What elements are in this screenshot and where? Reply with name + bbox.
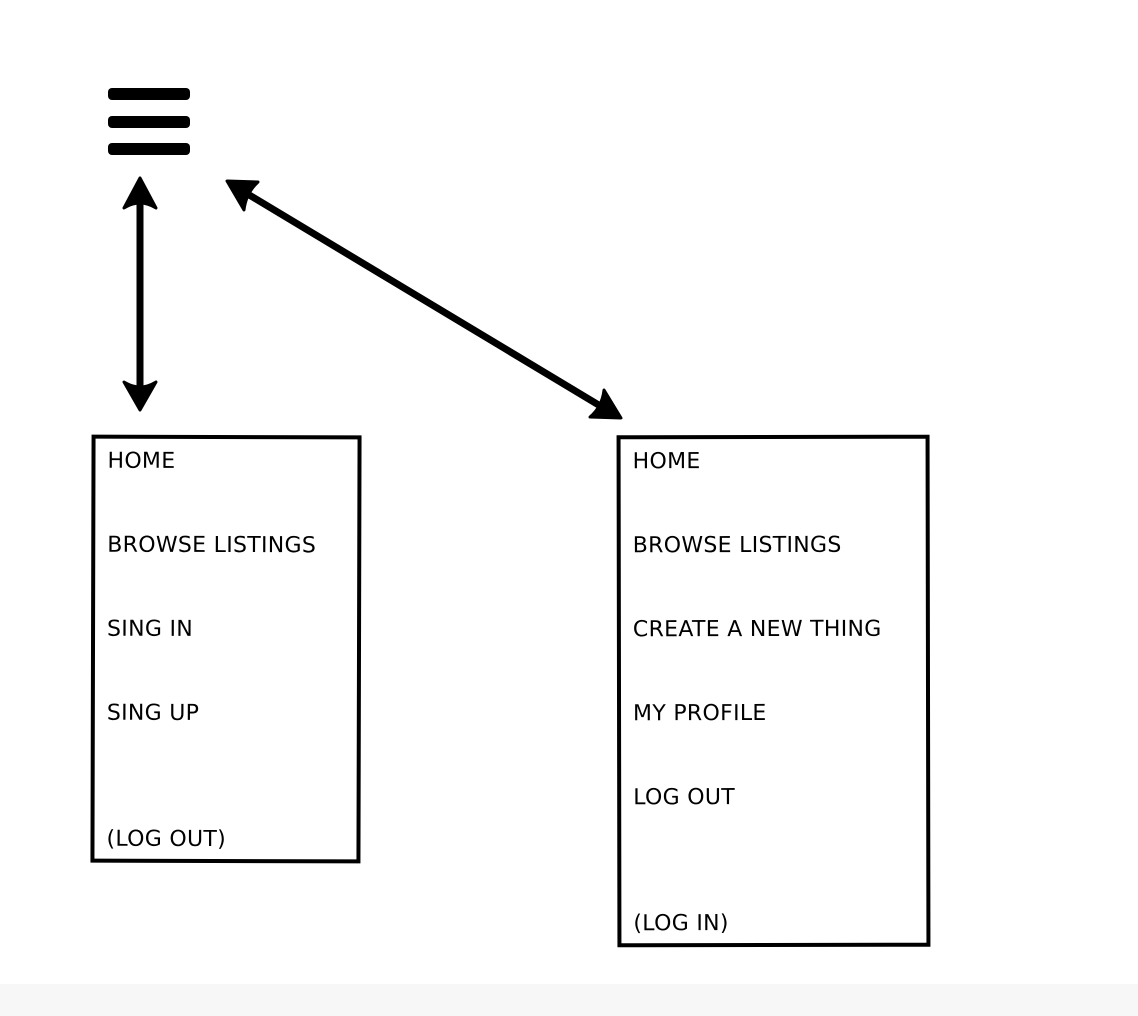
menu-item-home[interactable]: HOME	[107, 448, 176, 474]
arrowhead-upleft-icon	[225, 179, 260, 212]
arrowhead-downright-icon	[588, 388, 623, 420]
logged-out-menu: HOME BROWSE LISTINGS SING IN SING UP (LO…	[90, 434, 362, 864]
arrowhead-up-icon	[122, 176, 158, 210]
hamburger-menu-icon[interactable]	[106, 86, 192, 160]
canvas-bottom-strip	[0, 984, 1138, 1016]
menu-item-log-out[interactable]: LOG OUT	[633, 785, 736, 811]
menu-item-home[interactable]: HOME	[632, 449, 701, 475]
menu-item-sign-up[interactable]: SING UP	[106, 700, 200, 726]
menu-item-create-new-thing[interactable]: CREATE A NEW THING	[632, 616, 882, 643]
diagonal-double-arrow	[225, 179, 623, 420]
menu-state-note: (LOG OUT)	[106, 826, 227, 853]
menu-item-browse-listings[interactable]: BROWSE LISTINGS	[632, 532, 842, 559]
menu-item-browse-listings[interactable]: BROWSE LISTINGS	[107, 532, 317, 559]
menu-item-sign-in[interactable]: SING IN	[107, 616, 194, 642]
logged-in-menu: HOME BROWSE LISTINGS CREATE A NEW THING …	[616, 434, 931, 948]
menu-item-my-profile[interactable]: MY PROFILE	[633, 701, 767, 727]
menu-state-note: (LOG IN)	[633, 911, 729, 937]
vertical-double-arrow	[122, 176, 158, 412]
arrowhead-down-icon	[122, 380, 158, 412]
